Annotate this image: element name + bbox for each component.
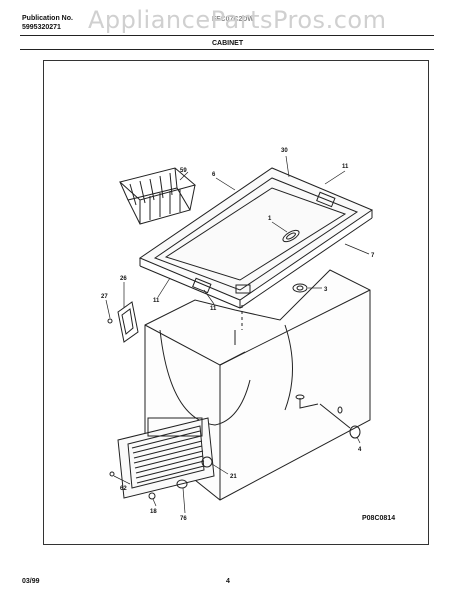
footer-date: 03/99 [22,578,40,585]
diagram-frame [43,60,429,545]
condenser-grille [109,417,215,500]
header-rule-bottom [20,49,434,50]
callout-leaders [105,155,370,514]
callout-18: 18 [150,509,157,515]
callout-11-mid: 11 [210,306,217,312]
storage-basket [118,167,197,225]
lid-gasket-frame [138,167,374,309]
footer-page-number: 4 [226,578,230,585]
model-number: FFC07C2DW [212,16,255,23]
callout-labels: 30 11 6 59 1 7 26 27 11 11 3 4 21 62 18 … [101,148,375,522]
callout-4: 4 [358,447,362,453]
callout-26: 26 [120,276,127,282]
callout-7: 7 [371,253,375,259]
publication-label: Publication No. [22,15,73,22]
callout-6: 6 [212,172,216,178]
callout-76: 76 [180,516,187,522]
callout-11-left: 11 [153,298,160,304]
callout-27: 27 [101,294,108,300]
callout-3: 3 [324,287,328,293]
callout-59: 59 [180,168,187,174]
callout-30: 30 [281,148,288,154]
callout-62: 62 [120,486,127,492]
section-title: CABINET [212,40,244,47]
lid-handle [282,229,300,243]
drain-assembly [292,283,361,439]
publication-number: 5995320271 [22,24,61,31]
callout-11-top: 11 [342,164,349,170]
callout-21: 21 [230,474,237,480]
diagram-code: P08C0814 [362,515,395,522]
watermark: AppliancePartsPros.com [88,6,387,34]
header-rule-top [20,35,434,36]
lid-hinge [107,301,139,343]
callout-1: 1 [268,216,272,222]
